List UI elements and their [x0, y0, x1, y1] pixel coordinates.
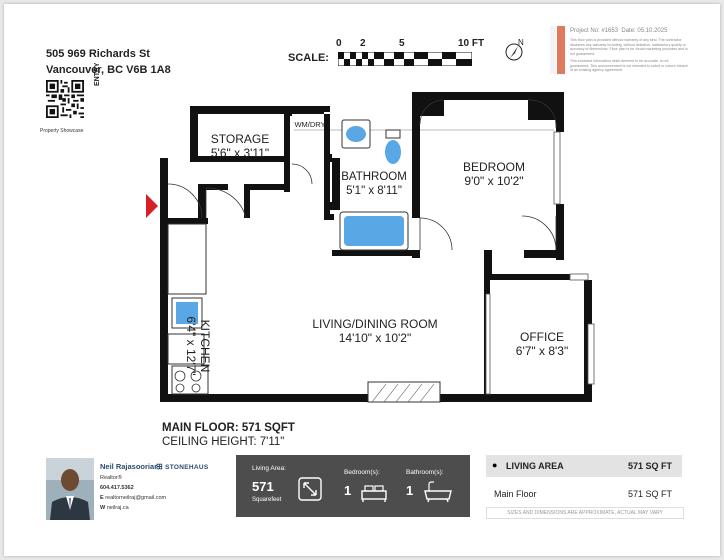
area-row-main-floor: Main Floor 571 SQ FT	[486, 483, 682, 505]
room-bathroom-name: BATHROOM	[341, 171, 407, 183]
project-number: Project No: #1653	[570, 28, 619, 34]
disclaimer-para-2: This enclosed information while deemed t…	[570, 59, 688, 72]
room-bathroom: BATHROOM 5'1" x 8'11"	[336, 170, 412, 198]
agent-photo	[46, 458, 94, 520]
bullet-icon: ●	[492, 460, 498, 470]
ceiling-height: CEILING HEIGHT: 7'11"	[162, 436, 285, 448]
main-floor-area: MAIN FLOOR: 571 SQFT	[162, 422, 295, 434]
floor-plan-sheet: 505 969 Richards St Vancouver, BC V6B 1A…	[4, 4, 720, 556]
room-kitchen: KITCHEN 6'4" x 12'7"	[184, 306, 212, 386]
scale-bar	[338, 52, 472, 66]
room-wm-dry: WM/DRY	[294, 120, 326, 129]
living-area-value: 571	[252, 479, 274, 494]
room-office: OFFICE 6'7" x 8'3"	[500, 330, 584, 358]
living-area-heading: LIVING AREA	[506, 461, 564, 471]
project-info: Project No: #1653 Date: 05.10.2025	[570, 28, 667, 34]
agent-email[interactable]: E realtorneilraj@gmail.com	[100, 495, 167, 501]
agent-name: Neil Rajasooriar	[100, 462, 158, 471]
approximate-note: SIZES AND DIMENSIONS ARE APPROXIMATE, AC…	[486, 507, 684, 519]
entry-arrow-icon	[146, 194, 158, 218]
bathrooms-value: 1	[406, 483, 414, 498]
brokerage-logo-icon: ⊞	[156, 462, 164, 471]
stats-box: Living Area: 571 Squarefeet Bedroom(s): …	[236, 455, 470, 517]
project-date: Date: 05.10.2025	[621, 28, 668, 34]
agent-card: Neil Rajasooriar ⊞ STONEHAUS Realtor® 60…	[46, 458, 232, 520]
north-arrow-icon: N	[505, 38, 524, 61]
room-bedroom: BEDROOM 9'0" x 10'2"	[444, 160, 544, 188]
agent-phone[interactable]: 604.417.5362	[100, 485, 134, 491]
address-line-1: 505 969 Richards St	[46, 48, 150, 60]
scale-tick-10: 10 FT	[458, 38, 485, 49]
disclaimer-para-1: This floor plan is provided without warr…	[570, 38, 688, 56]
floor-plan-drawing	[146, 92, 595, 403]
room-office-name: OFFICE	[520, 330, 564, 344]
room-bedroom-name: BEDROOM	[462, 160, 525, 174]
living-area-unit: Squarefeet	[252, 497, 282, 503]
room-living-name: LIVING/DINING ROOM	[312, 317, 438, 331]
qr-code-icon[interactable]	[46, 80, 84, 118]
disclaimer-text: This floor plan is provided without warr…	[570, 38, 688, 73]
living-area-total: 571 SQ FT	[627, 461, 672, 471]
bedrooms-label: Bedroom(s):	[344, 469, 380, 476]
area-row-living: ● LIVING AREA 571 SQ FT	[486, 455, 682, 477]
room-office-size: 6'7" x 8'3"	[515, 344, 569, 358]
address-line-2: Vancouver, BC V6B 1A8	[46, 64, 171, 76]
scale-label: SCALE:	[288, 52, 329, 64]
property-address: 505 969 Richards St Vancouver, BC V6B 1A…	[46, 46, 171, 78]
main-floor-value: 571 SQ FT	[627, 489, 672, 499]
bathtub-icon	[424, 481, 452, 503]
room-bedroom-size: 9'0" x 10'2"	[464, 174, 524, 188]
room-storage-size: 5'6" x 3'11"	[210, 146, 270, 160]
scale-tick-2: 2	[360, 38, 366, 49]
expand-area-icon	[298, 477, 322, 501]
room-living: LIVING/DINING ROOM 14'10" x 10'2"	[288, 317, 462, 345]
agent-website[interactable]: W neilraj.ca	[100, 505, 129, 511]
agent-title: Realtor®	[100, 475, 122, 481]
room-storage: STORAGE 5'6" x 3'11"	[200, 132, 280, 160]
scale-tick-0: 0	[336, 38, 342, 49]
brokerage-logo: ⊞ STONEHAUS	[156, 462, 209, 471]
company-side-tab	[550, 26, 565, 74]
qr-caption: Property Showcase	[40, 128, 84, 134]
scale-tick-5: 5	[399, 38, 405, 49]
room-storage-name: STORAGE	[210, 132, 270, 146]
room-bathroom-size: 5'1" x 8'11"	[346, 185, 402, 197]
bathrooms-label: Bathroom(s):	[406, 469, 444, 476]
svg-text:N: N	[518, 38, 524, 47]
main-floor-label: Main Floor	[494, 489, 537, 499]
bedrooms-value: 1	[344, 483, 352, 498]
bed-icon	[361, 485, 387, 502]
room-kitchen-name: KITCHEN	[198, 319, 212, 373]
room-kitchen-size: 6'4" x 12'7"	[184, 316, 198, 376]
living-area-label: Living Area:	[252, 465, 286, 472]
room-living-size: 14'10" x 10'2"	[338, 331, 412, 345]
entry-label: ENTRY	[94, 62, 101, 86]
